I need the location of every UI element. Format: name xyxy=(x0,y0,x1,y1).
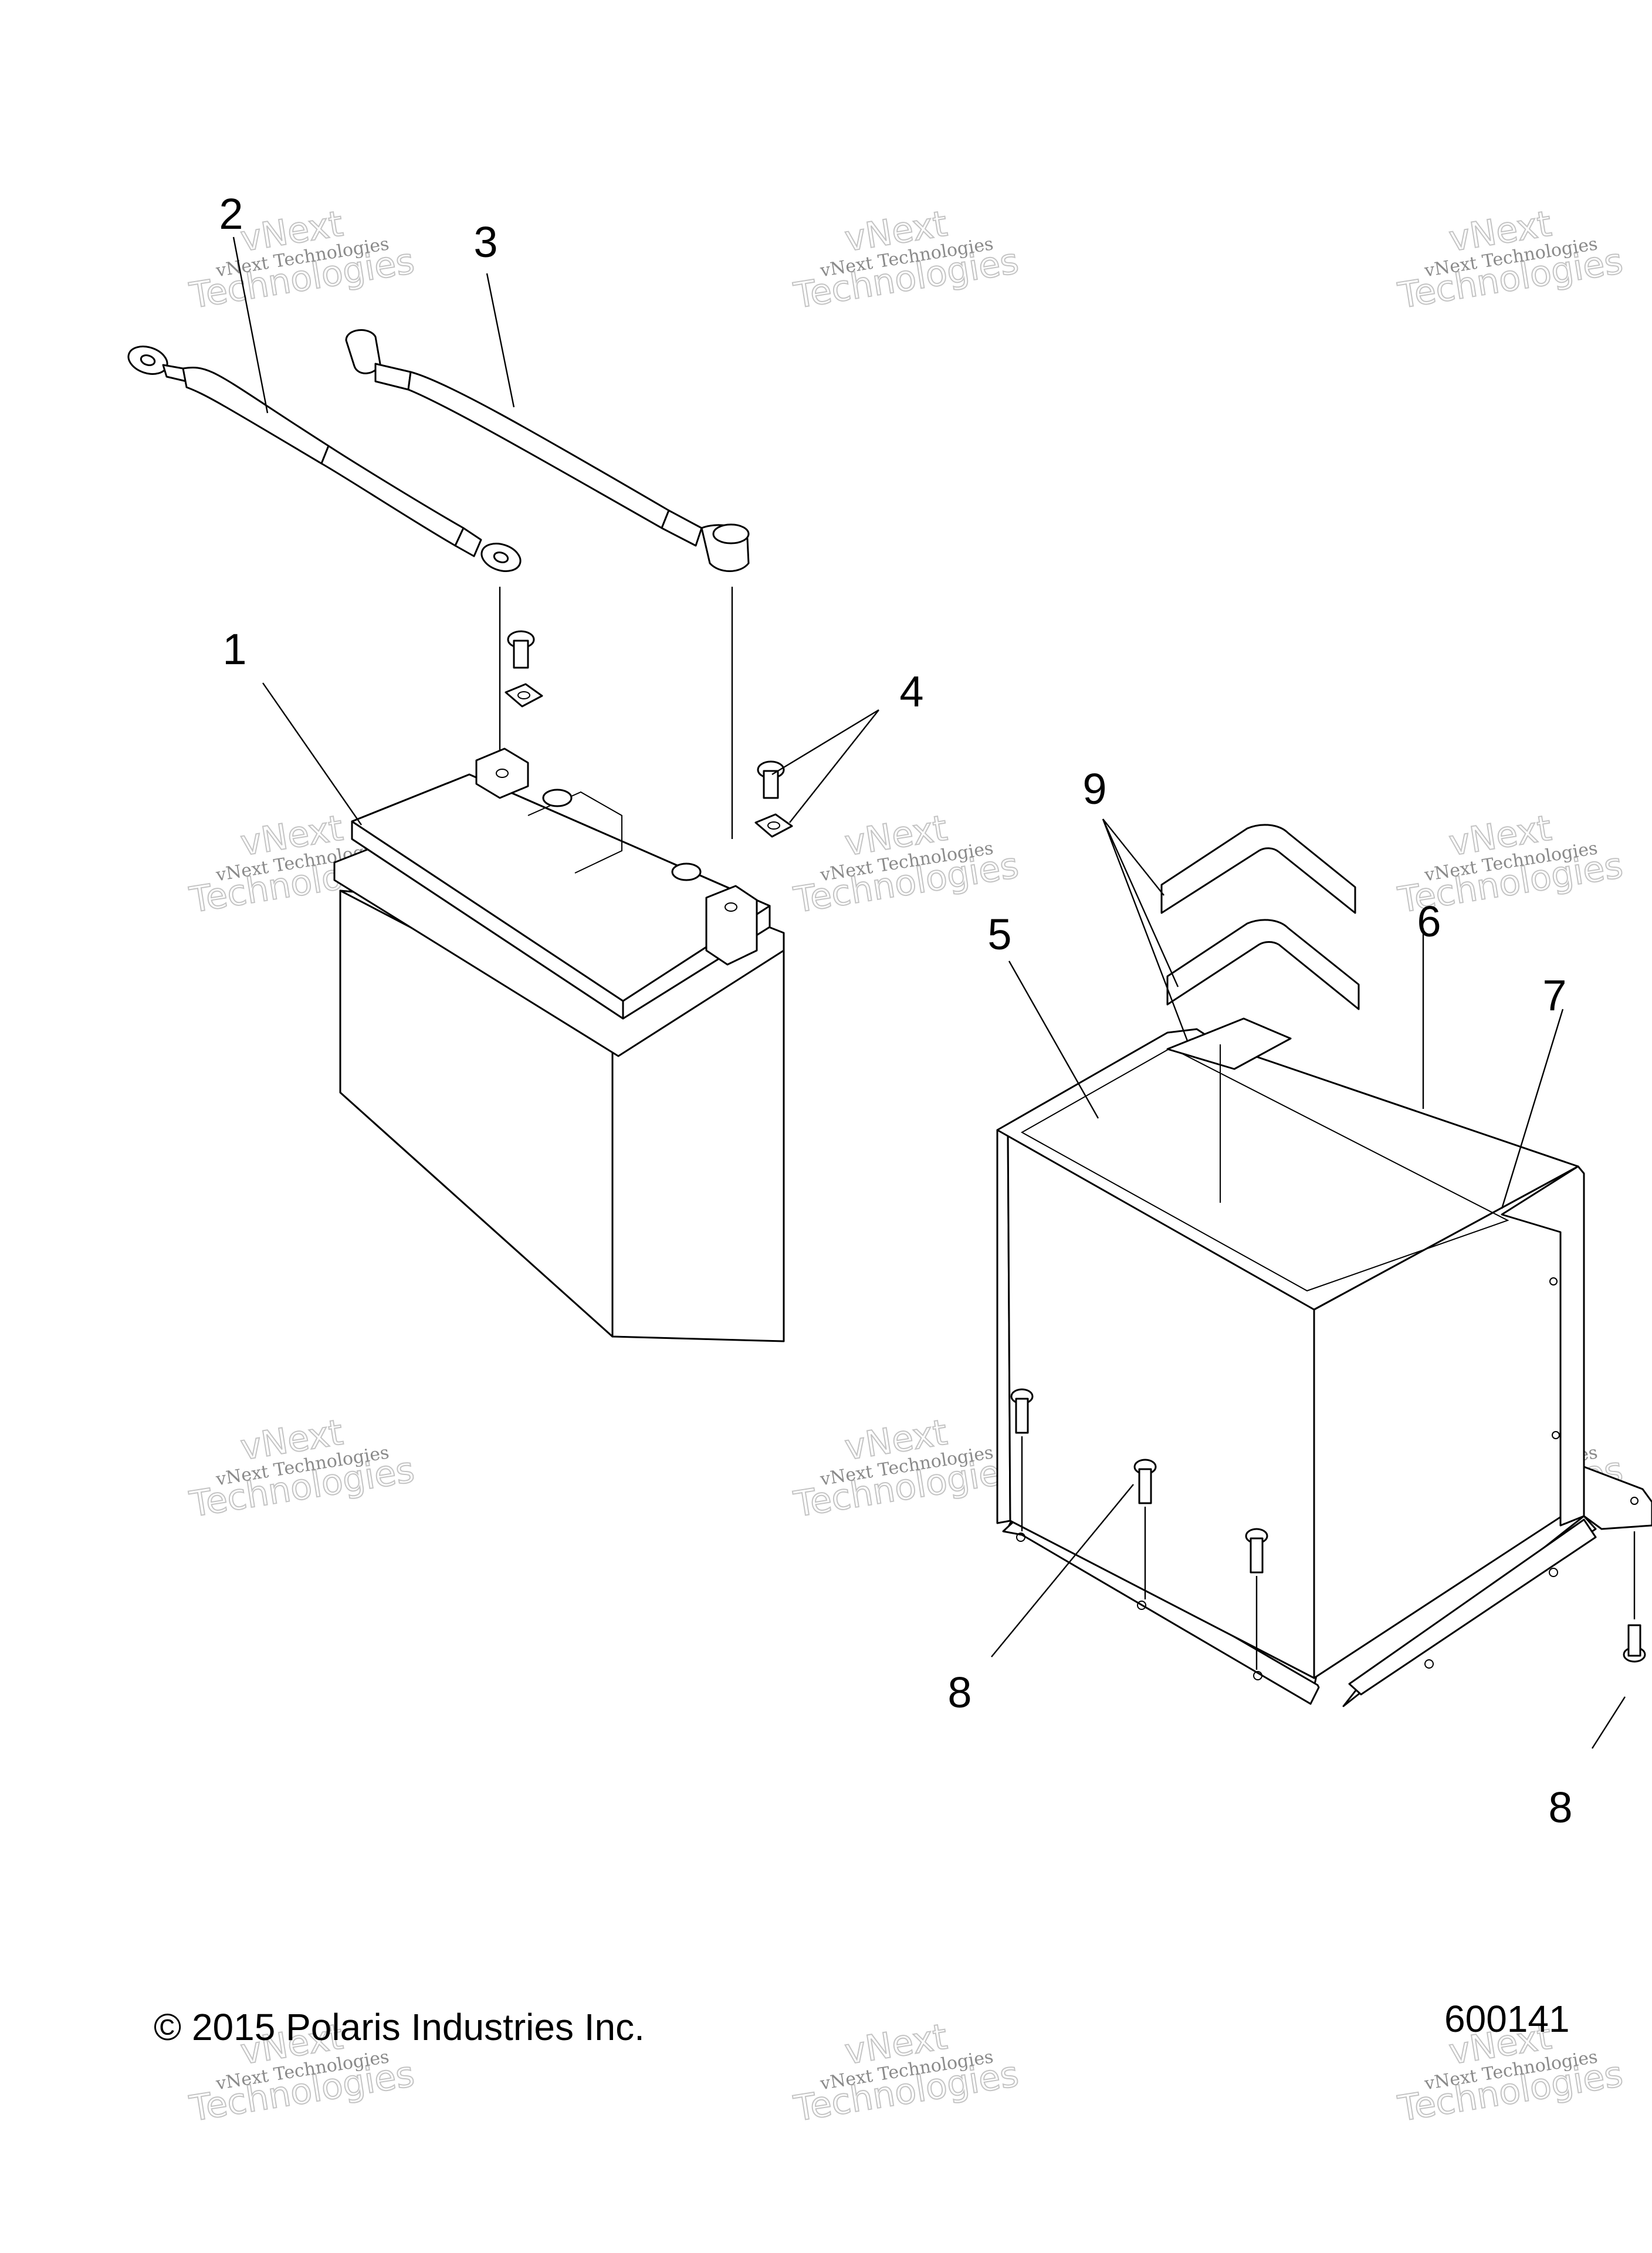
callout-5: 5 xyxy=(987,910,1011,959)
terminal-screws-and-nuts xyxy=(499,587,793,839)
callout-4: 4 xyxy=(899,667,923,716)
battery-cable-ring-terminals xyxy=(127,346,522,572)
battery xyxy=(333,747,785,1342)
callout-9: 9 xyxy=(1082,764,1106,813)
copyright-text: © 2015 Polaris Industries Inc. xyxy=(154,2006,645,2048)
battery-box-pads xyxy=(1160,824,1360,1010)
callout-8-right: 8 xyxy=(1548,1783,1572,1832)
callout-7: 7 xyxy=(1542,971,1566,1020)
battery-box xyxy=(996,1017,1652,1707)
callout-1: 1 xyxy=(222,625,246,674)
callout-8-left: 8 xyxy=(947,1668,971,1717)
leader-lines xyxy=(232,236,1626,1749)
battery-cable-angled-terminals xyxy=(345,329,750,572)
drawing-number: 600141 xyxy=(1444,1998,1570,2040)
callouts: 1 2 3 4 5 6 7 8 8 9 xyxy=(219,190,1572,1832)
callout-2: 2 xyxy=(219,190,243,238)
callout-3: 3 xyxy=(473,218,497,266)
callout-6: 6 xyxy=(1417,897,1441,946)
